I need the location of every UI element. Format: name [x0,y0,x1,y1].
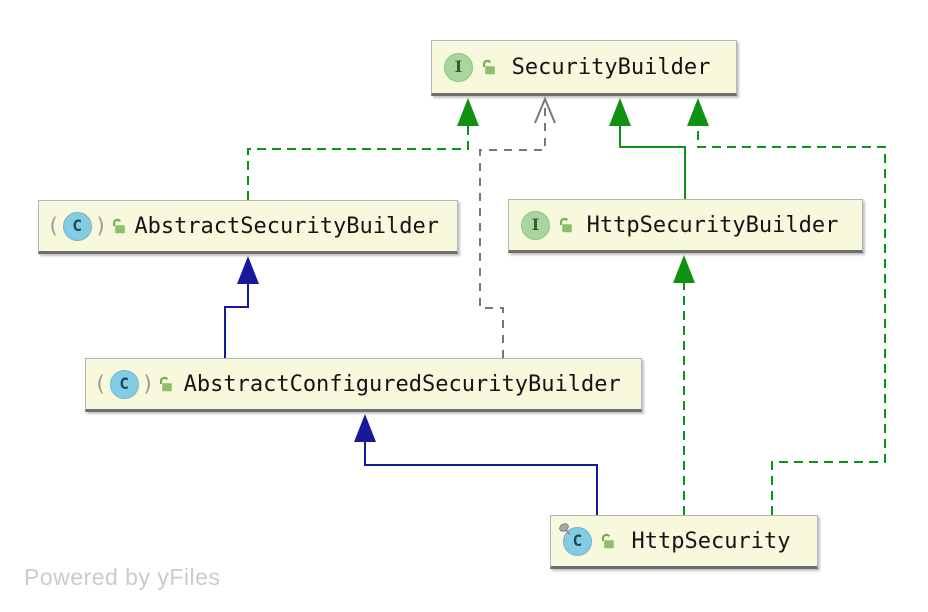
node-icon-group: ( C ) [47,211,128,241]
edge-httpsecurity-implements-securitybuilder[interactable] [687,98,886,515]
node-label: HttpSecurityBuilder [586,212,839,238]
node-label: HttpSecurity [631,528,791,554]
edge-abstractconfiguredsecuritybuilder-extends-abstractsecuritybuilder[interactable] [224,256,259,358]
node-abstract-security-builder[interactable]: ( C ) AbstractSecurityBuilder [38,200,458,254]
abstract-marker-paren-close: ) [94,214,108,238]
edge-httpsecuritybuilder-extends-securitybuilder[interactable] [609,98,686,199]
edge-httpsecurity-implements-httpsecuritybuilder[interactable] [673,255,695,515]
node-security-builder[interactable]: I SecurityBuilder [431,40,737,96]
unlocked-padlock-icon [113,218,126,234]
class-icon-letter: C [572,531,583,550]
final-class-icon: C [559,522,592,556]
node-label: AbstractSecurityBuilder [134,213,439,239]
interface-icon-letter: I [454,57,463,76]
unlocked-padlock-icon [601,533,614,549]
unlocked-padlock-icon [482,59,495,75]
node-label: AbstractConfiguredSecurityBuilder [183,371,621,397]
abstract-marker-paren-open: ( [47,214,60,238]
node-icon-group: ( C ) [94,369,175,399]
interface-icon-letter: I [531,215,540,234]
interface-icon: I [444,52,473,82]
interface-icon: I [521,210,550,240]
class-icon-letter: C [72,216,82,235]
unlocked-padlock-icon [559,217,572,233]
pin-icon [559,522,571,535]
node-abstract-configured-security-builder[interactable]: ( C ) AbstractConfiguredSecurityBuilder [85,358,642,412]
node-label: SecurityBuilder [511,54,711,80]
node-icon-group: I [521,210,575,240]
edge-abstractsecuritybuilder-implements-securitybuilder[interactable] [247,98,479,200]
abstract-marker-paren-close: ) [141,372,155,396]
abstract-class-icon: C [109,369,139,399]
edge-httpsecurity-extends-abstractconfiguredsecuritybuilder[interactable] [354,414,598,515]
node-http-security[interactable]: C HttpSecurity [550,515,818,569]
node-icon-group: I [444,52,498,82]
abstract-class-icon: C [62,211,92,241]
abstract-marker-paren-open: ( [94,372,107,396]
node-http-security-builder[interactable]: I HttpSecurityBuilder [508,199,863,253]
unlocked-padlock-icon [160,376,173,392]
node-icon-group: C [559,522,617,556]
edge-abstractconfiguredsecuritybuilder-dependency-securitybuilder[interactable] [479,96,556,358]
class-icon-letter: C [119,374,129,393]
yfiles-watermark: Powered by yFiles [24,564,221,590]
